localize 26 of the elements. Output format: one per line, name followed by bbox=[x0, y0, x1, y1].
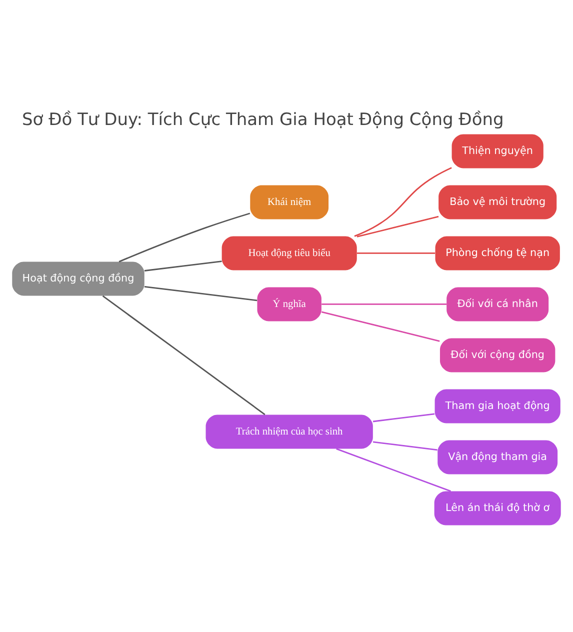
node-box: Lên án thái độ thờ ơ bbox=[434, 490, 561, 525]
node-box: Phòng chống tệ nạn bbox=[435, 236, 560, 270]
node-box: Thiện nguyện bbox=[452, 134, 544, 168]
node-box: Đối với cộng đồng bbox=[440, 338, 556, 372]
connector bbox=[356, 215, 439, 237]
connector bbox=[372, 440, 438, 450]
connector bbox=[321, 310, 440, 342]
node-box: Đối với cá nhân bbox=[446, 286, 549, 321]
node-box: Trách nhiệm của học sinh bbox=[206, 414, 373, 448]
connector bbox=[354, 166, 452, 236]
node-box: Tham gia hoạt động bbox=[434, 388, 560, 423]
connector bbox=[144, 260, 222, 271]
node-box: Bảo vệ môi trường bbox=[438, 184, 557, 219]
connector bbox=[102, 294, 266, 415]
connector bbox=[357, 252, 436, 254]
connector bbox=[336, 448, 451, 492]
connector bbox=[372, 412, 435, 422]
node-box: Hoạt động cộng đồng bbox=[12, 261, 144, 296]
connector bbox=[322, 303, 446, 304]
node-box: Hoạt động tiêu biểu bbox=[222, 236, 357, 270]
connector bbox=[118, 212, 250, 262]
node-box: Khái niệm bbox=[250, 184, 329, 219]
node-box: Ý nghĩa bbox=[257, 286, 322, 321]
diagram-title: Sơ Đồ Tư Duy: Tích Cực Tham Gia Hoạt Động Cộng Đồng bbox=[22, 110, 504, 130]
node-box: Vận động tham gia bbox=[438, 440, 558, 474]
connector bbox=[144, 285, 258, 301]
